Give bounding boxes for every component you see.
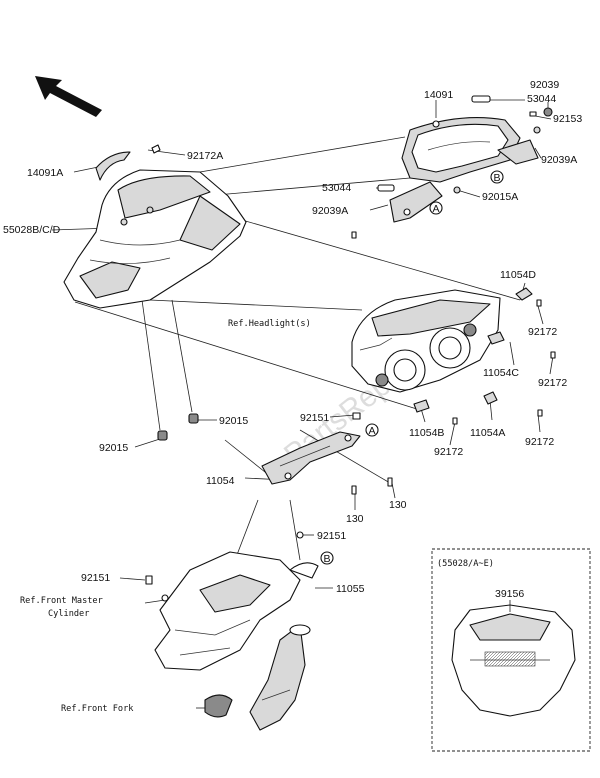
front-fork-top: [204, 624, 311, 731]
nuts-92015: [157, 413, 199, 441]
label-53044-top: 53044: [527, 93, 556, 105]
inset-panel-55028: [431, 548, 591, 752]
upper-cowl-55028: [63, 169, 247, 309]
label-92039A-left: 92039A: [312, 205, 348, 217]
label-130-b: 130: [346, 513, 364, 525]
label-11054D: 11054D: [500, 269, 536, 281]
label-92039A-right: 92039A: [541, 154, 577, 166]
headlight-assembly: [351, 289, 501, 393]
label-92015-a: 92015: [219, 415, 248, 427]
svg-text:B: B: [324, 553, 331, 565]
label-92172-4: 92172: [525, 436, 554, 448]
label-92039: 92039: [530, 79, 559, 91]
label-14091A: 14091A: [27, 167, 63, 179]
meter-assembly-14091: [389, 116, 539, 223]
bracket-11054: [261, 412, 393, 495]
label-92015A: 92015A: [482, 191, 518, 203]
label-92172-1: 92172: [528, 326, 557, 338]
label-92153: 92153: [553, 113, 582, 125]
label-11055: 11055: [336, 583, 365, 595]
label-ref-master-cylinder-2: Cylinder: [48, 609, 89, 619]
windshield-14091A: [95, 151, 131, 181]
part-labels: 14091 53044 92039 92153 92039A 92172A 14…: [3, 79, 582, 714]
label-92172A: 92172A: [187, 150, 223, 162]
label-92172-3: 92172: [434, 446, 463, 458]
headlight-brackets: [413, 287, 556, 425]
inset-title: (55028/A~E): [437, 559, 494, 569]
svg-text:A: A: [369, 425, 376, 437]
callouts: B A A B: [320, 170, 504, 565]
label-11054C: 11054C: [483, 367, 519, 379]
fasteners-meter: [351, 95, 553, 239]
screw-92172A-icon: [151, 144, 161, 154]
label-39156: 39156: [495, 588, 524, 600]
svg-text:B: B: [494, 172, 501, 184]
label-11054B: 11054B: [409, 427, 444, 439]
label-ref-front-fork: Ref.Front Fork: [61, 704, 134, 714]
label-11054: 11054: [206, 475, 235, 487]
label-55028: 55028B/C/D: [3, 224, 61, 236]
label-92151-a: 92151: [300, 412, 329, 424]
label-92151-b: 92151: [317, 530, 346, 542]
label-53044-mid: 53044: [322, 182, 351, 194]
front-direction-arrow-icon: [35, 76, 102, 117]
svg-text:A: A: [433, 203, 440, 215]
label-ref-master-cylinder-1: Ref.Front Master: [20, 596, 103, 606]
label-ref-headlight: Ref.Headlight(s): [228, 319, 311, 329]
cowl-stay-11055: [145, 531, 319, 671]
label-92151-c: 92151: [81, 572, 110, 584]
label-130-a: 130: [389, 499, 407, 511]
label-92172-2: 92172: [538, 377, 567, 389]
label-11054A: 11054A: [470, 427, 505, 439]
label-92015-b: 92015: [99, 442, 128, 454]
label-14091: 14091: [424, 89, 453, 101]
